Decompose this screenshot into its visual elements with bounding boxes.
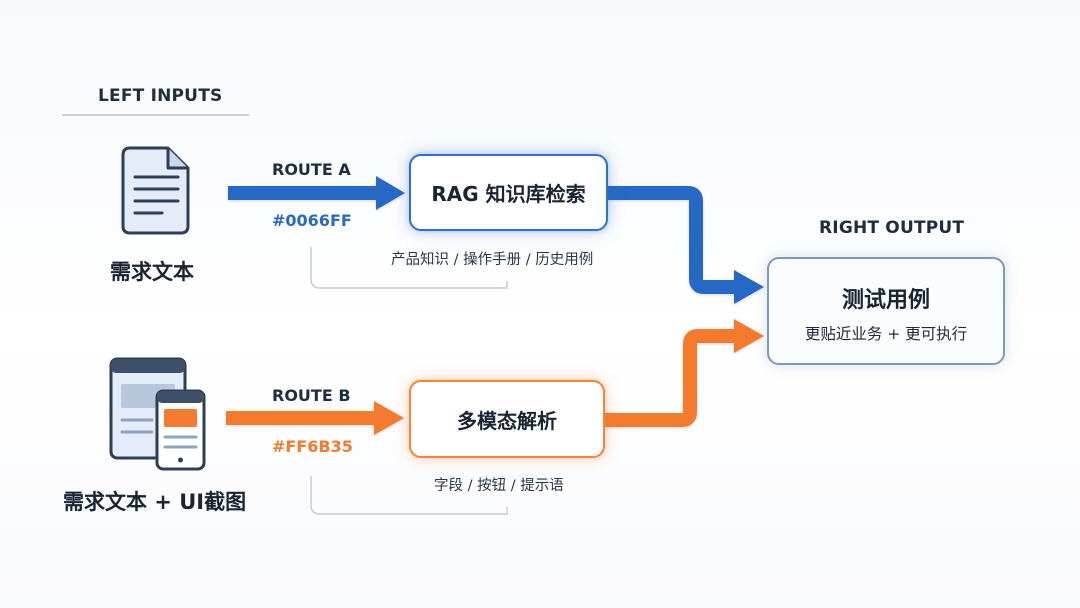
input-label-text: 需求文本 [110, 260, 194, 284]
multimodal-node-subtitle: 字段 / 按钮 / 提示语 [434, 478, 564, 494]
route-b-connector [310, 476, 508, 515]
rag-node: RAG 知识库检索 [409, 154, 608, 231]
route-b-output-arrow [605, 319, 764, 427]
screens-icon [109, 357, 206, 471]
input-label-text-ui: 需求文本 + UI截图 [63, 490, 247, 514]
route-b-label: ROUTE B [272, 386, 351, 405]
route-b-input-arrow [226, 401, 404, 435]
right-output-title: RIGHT OUTPUT [819, 218, 965, 238]
route-a-output-arrow [608, 186, 764, 304]
output-title: 测试用例 [841, 288, 930, 313]
output-box [767, 257, 1005, 365]
rag-node-subtitle: 产品知识 / 操作手册 / 历史用例 [391, 252, 594, 268]
route-a-input-arrow [228, 176, 405, 210]
route-b-color-label: #FF6B35 [272, 437, 353, 456]
route-a-color-label: #0066FF [272, 211, 352, 230]
left-inputs-divider [62, 114, 249, 116]
multimodal-node-title: 多模态解析 [457, 408, 557, 433]
document-icon [121, 146, 190, 235]
route-a-connector [310, 247, 508, 289]
route-a-label: ROUTE A [272, 160, 351, 179]
rag-node-title: RAG 知识库检索 [431, 182, 586, 206]
multimodal-node: 多模态解析 [409, 380, 605, 458]
left-inputs-title: LEFT INPUTS [98, 86, 223, 106]
output-subtitle: 更贴近业务 + 更可执行 [804, 325, 968, 343]
